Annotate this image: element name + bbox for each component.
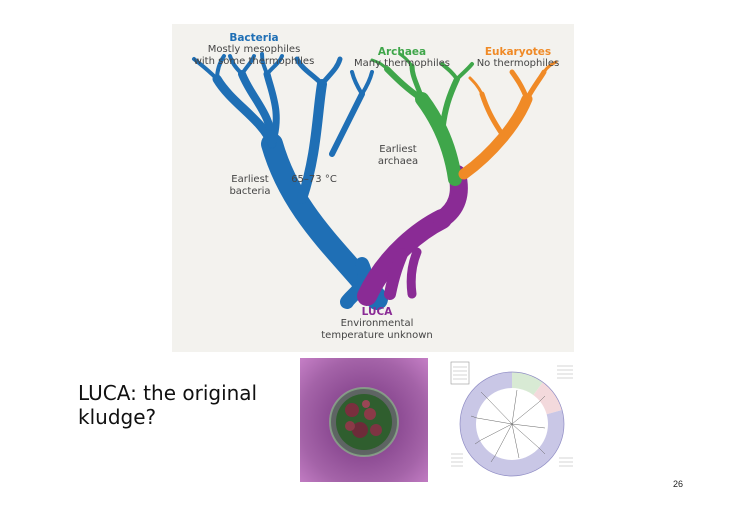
archaea-label: Archaea Many thermophiles (348, 46, 456, 70)
luca-label: LUCA Environmental temperature unknown (312, 306, 442, 342)
eukaryote-branches (458, 60, 558, 180)
archaea-desc: Many thermophiles (353, 58, 450, 69)
circular-tree-graphic (450, 361, 573, 477)
eukaryotes-label: Eukaryotes No thermophiles (462, 46, 574, 70)
caption-line-1: LUCA: the original (78, 381, 258, 405)
cell-microscopy-image (300, 358, 428, 482)
cell-graphic (329, 387, 399, 457)
luca-trunk (357, 165, 468, 306)
luca-title: LUCA (361, 306, 393, 318)
luca-desc-1: Environmental (340, 318, 414, 329)
earliest-bacteria-2: bacteria (229, 186, 271, 197)
eukaryotes-title: Eukaryotes (484, 46, 552, 58)
temperature-label: 65–73 °C (291, 174, 337, 185)
archaea-branches (370, 52, 474, 186)
earliest-archaea-1: Earliest (379, 144, 417, 155)
bacteria-desc-2: with some thermophiles (193, 56, 315, 67)
earliest-bacteria-label: Earliest bacteria (220, 174, 280, 198)
earliest-archaea-2: archaea (377, 156, 419, 167)
archaea-title: Archaea (377, 46, 427, 58)
bacteria-title: Bacteria (229, 32, 279, 44)
earliest-bacteria-1: Earliest (231, 174, 269, 185)
bacteria-label: Bacteria Mostly mesophiles with some the… (184, 32, 324, 68)
circular-phylogeny-image (447, 358, 577, 482)
eukaryotes-desc: No thermophiles (476, 58, 560, 69)
earliest-archaea-label: Earliest archaea (368, 144, 428, 168)
caption-line-2: kludge? (78, 405, 157, 429)
slide-caption: LUCA: the original kludge? (78, 381, 298, 429)
tree-graphic (192, 52, 558, 310)
page-number: 26 (673, 479, 684, 489)
bacteria-desc-1: Mostly mesophiles (207, 44, 301, 55)
tree-of-life-diagram: Bacteria Mostly mesophiles with some the… (172, 24, 574, 352)
luca-desc-2: temperature unknown (321, 330, 433, 341)
